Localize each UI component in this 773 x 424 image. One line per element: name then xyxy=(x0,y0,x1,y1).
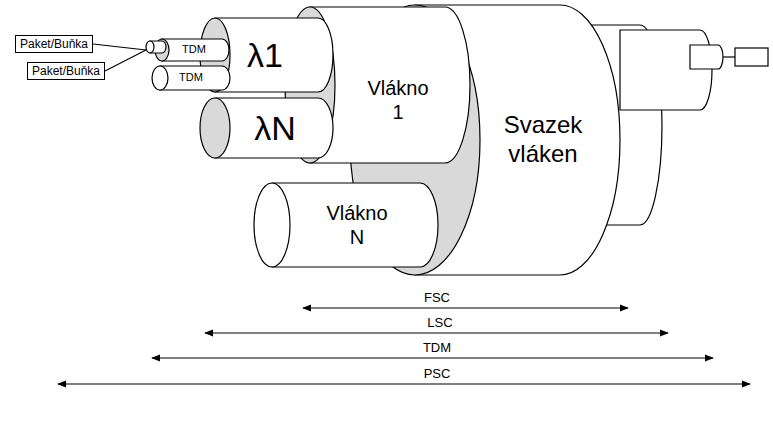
range-arrow xyxy=(205,332,668,333)
node-text: Vlákno N xyxy=(319,201,395,249)
wavelength-cylinder: λN xyxy=(254,111,296,145)
range-label-text: PSC xyxy=(424,366,451,381)
range-label: LSC xyxy=(427,315,452,330)
node-text: Svazek vláken xyxy=(488,111,598,169)
node-text: TDM xyxy=(166,43,222,56)
tdm-cylinder: TDM xyxy=(179,71,203,84)
node-text: Paket/Buňka xyxy=(20,37,88,51)
range-arrow xyxy=(303,307,628,308)
range-arrow xyxy=(58,383,750,384)
packet-box: Paket/Buňka xyxy=(15,35,93,53)
range-label-text: TDM xyxy=(423,340,451,355)
range-label-text: LSC xyxy=(427,315,452,330)
node-text: TDM xyxy=(179,71,203,84)
bundle-cylinder: Svazek vláken xyxy=(488,111,598,169)
range-arrow xyxy=(152,357,713,358)
leader-connector xyxy=(93,44,146,50)
node-text: Vlákno 1 xyxy=(360,76,436,124)
node-text: λ1 xyxy=(247,38,283,72)
range-label: PSC xyxy=(424,366,451,381)
node-text: Paket/Buňka xyxy=(32,64,100,78)
range-label: FSC xyxy=(424,290,450,305)
tdm-cylinder: TDM xyxy=(146,43,222,56)
node-text: λN xyxy=(254,111,296,145)
wavelength-cylinder: λ1 xyxy=(247,38,283,72)
fiber-cylinder: Vlákno 1 xyxy=(360,76,436,124)
packet-box: Paket/Buňka xyxy=(27,62,105,80)
range-label: TDM xyxy=(423,340,451,355)
range-label-text: FSC xyxy=(424,290,450,305)
leader-connector xyxy=(105,50,146,71)
fiber-cylinder: Vlákno N xyxy=(319,201,395,249)
